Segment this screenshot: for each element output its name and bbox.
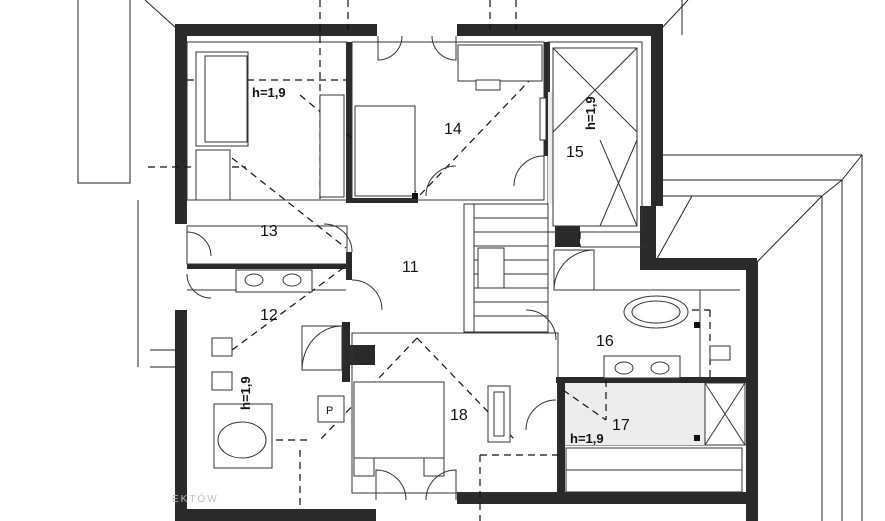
desk-14 bbox=[354, 105, 416, 197]
bidet-12 bbox=[211, 371, 233, 391]
staircase bbox=[463, 203, 549, 333]
height-label-13: h=1,9 bbox=[252, 85, 286, 100]
height-label-15: h=1,9 bbox=[583, 96, 598, 130]
wardrobe-13-right bbox=[319, 94, 345, 198]
shower-12 bbox=[301, 325, 343, 371]
shower-16 bbox=[553, 249, 595, 291]
room-label-14: 14 bbox=[444, 121, 462, 138]
radiator-18 bbox=[487, 385, 511, 443]
walls bbox=[175, 24, 758, 521]
p-box bbox=[317, 395, 345, 423]
height-label-12: h=1,9 bbox=[238, 376, 253, 410]
room-label-11: 11 bbox=[402, 259, 419, 276]
room-label-16: 16 bbox=[596, 333, 614, 350]
column-marker bbox=[412, 193, 418, 199]
toilet-12 bbox=[211, 337, 233, 357]
bed-18 bbox=[353, 381, 445, 459]
desk-13 bbox=[195, 149, 231, 201]
height-label-17: h=1,9 bbox=[570, 431, 604, 446]
p-box-label: P bbox=[326, 405, 333, 417]
doors bbox=[186, 35, 557, 501]
storage-17 bbox=[704, 382, 746, 446]
watermark: EKTÓW bbox=[172, 492, 219, 505]
room-label-15: 15 bbox=[566, 144, 584, 161]
corner-tub-12 bbox=[213, 403, 273, 469]
toilet-16 bbox=[709, 345, 731, 361]
room-17-fill bbox=[565, 383, 705, 445]
column-marker bbox=[694, 322, 700, 328]
shelf-14 bbox=[457, 44, 543, 82]
room-label-13: 13 bbox=[260, 223, 278, 240]
room-label-17: 17 bbox=[612, 417, 630, 434]
room-label-12: 12 bbox=[260, 307, 278, 324]
column-marker bbox=[694, 435, 700, 441]
radiator-14 bbox=[539, 97, 547, 141]
storage-15 bbox=[552, 47, 638, 227]
room-label-18: 18 bbox=[450, 407, 468, 424]
